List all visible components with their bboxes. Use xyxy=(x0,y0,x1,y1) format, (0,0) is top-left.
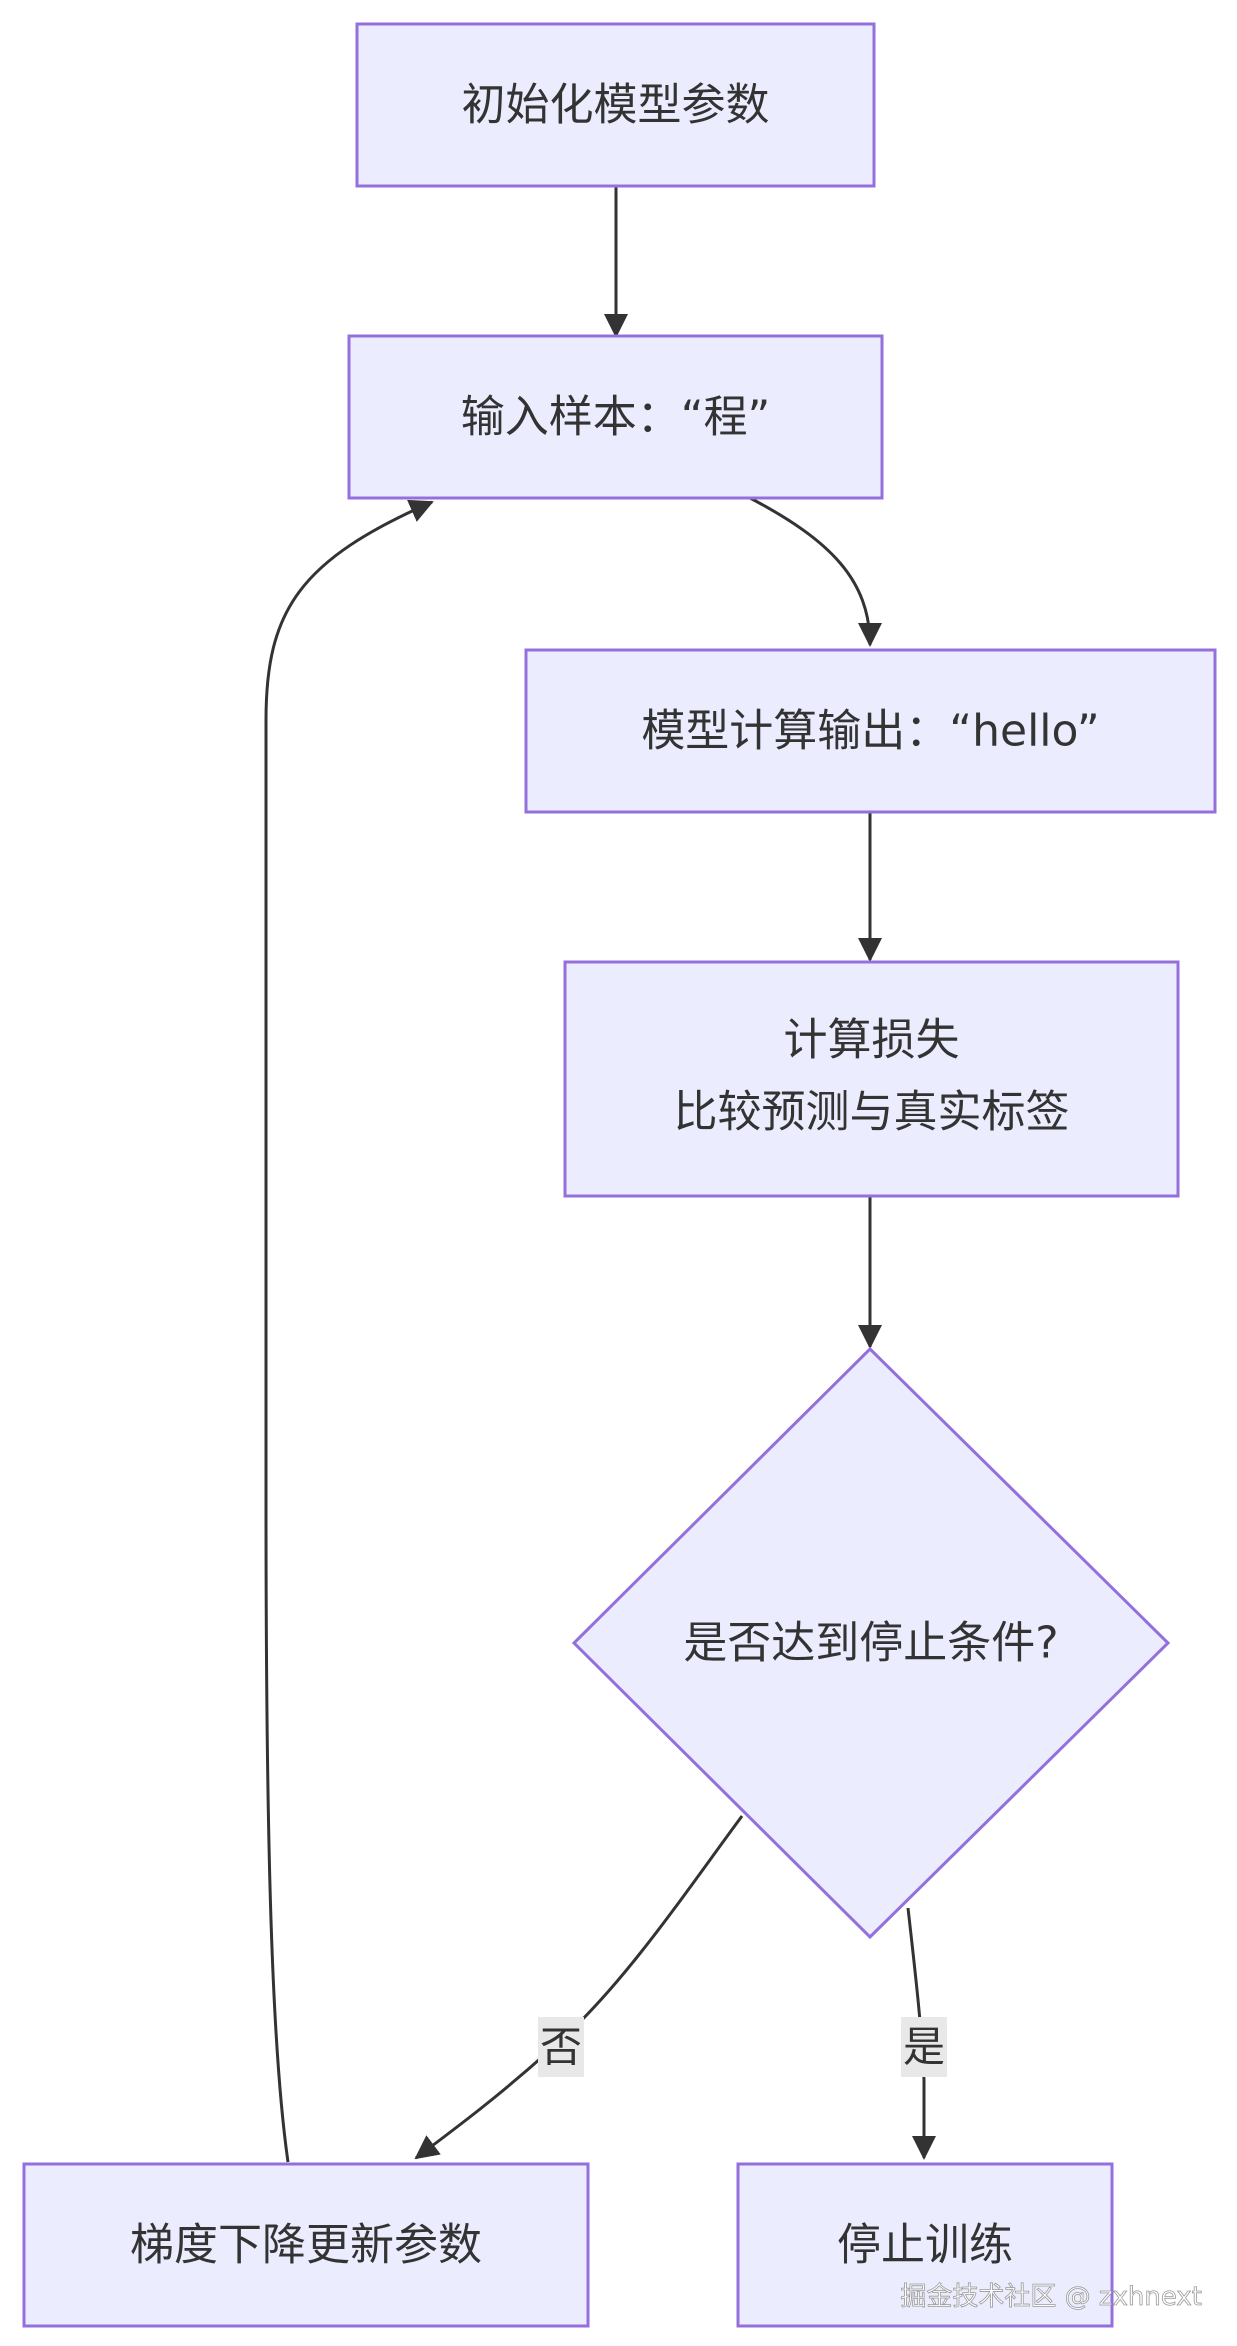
edge-label-yes-text: 是 xyxy=(903,2023,945,2072)
node-loss[interactable]: 计算损失 比较预测与真实标签 xyxy=(563,960,1180,1198)
node-gradient-label: 梯度下降更新参数 xyxy=(130,2220,482,2271)
node-input[interactable]: 输入样本：“程” xyxy=(347,334,884,500)
node-gradient[interactable]: 梯度下降更新参数 xyxy=(22,2162,590,2328)
edge-decision-to-gradient xyxy=(414,1815,744,2160)
node-input-label: 输入样本：“程” xyxy=(461,392,771,443)
node-decision[interactable]: 是否达到停止条件? xyxy=(571,1346,1171,1940)
edge-label-yes: 是 xyxy=(901,2017,947,2077)
node-init-label: 初始化模型参数 xyxy=(462,80,770,131)
watermark-text: 掘金技术社区 @ zxhnext xyxy=(900,2282,1202,2312)
node-decision-label: 是否达到停止条件? xyxy=(683,1618,1058,1669)
node-stop-label: 停止训练 xyxy=(837,2220,1013,2271)
node-loss-label-line2: 比较预测与真实标签 xyxy=(674,1087,1070,1138)
edge-label-no: 否 xyxy=(538,2017,584,2077)
node-compute-label: 模型计算输出：“hello” xyxy=(641,706,1099,757)
edge-input-to-compute xyxy=(749,496,882,647)
node-compute[interactable]: 模型计算输出：“hello” xyxy=(524,648,1217,814)
edge-label-no-text: 否 xyxy=(540,2023,582,2072)
edge-gradient-to-input xyxy=(264,499,434,2163)
node-loss-label-line1: 计算损失 xyxy=(784,1015,960,1066)
node-init[interactable]: 初始化模型参数 xyxy=(355,22,876,188)
node-stop[interactable]: 停止训练 xyxy=(736,2162,1114,2328)
